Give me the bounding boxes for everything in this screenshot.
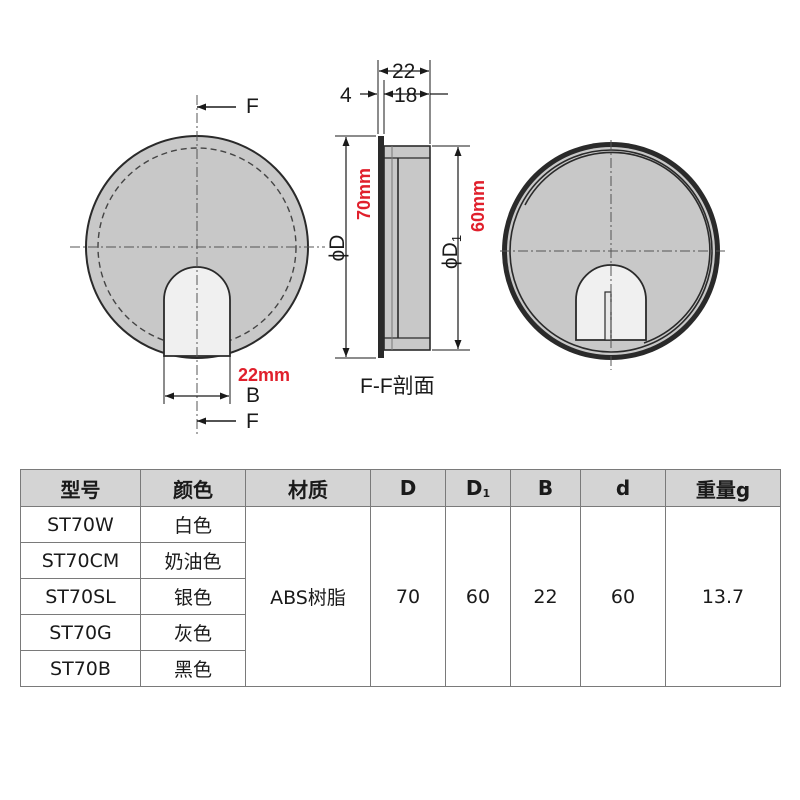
cell-d: 70 [370,506,446,687]
table-row: ST70B 黑色 [20,650,781,687]
technical-drawing: F F B 22mm 22 4 18 ϕD 70mm [70,60,725,435]
dim-d1-label: ϕD1 [439,235,464,269]
cell-weight: 13.7 [665,506,781,687]
dim-b-label: B [246,384,260,407]
section-caption: F-F剖面 [360,375,435,398]
col-header-material: 材质 [245,469,371,507]
col-header-d1: D1 [445,469,511,507]
section-body [383,145,431,351]
cell-model: ST70G [20,614,141,651]
col-header-small-d: d [580,469,666,507]
back-view-rim [524,151,711,344]
cell-d1: 60 [445,506,511,687]
dim-22-label: 22 [392,60,415,83]
flange [378,136,384,358]
cell-color: 银色 [140,578,246,615]
cell-model: ST70B [20,650,141,687]
back-view [500,140,725,370]
dim-4-label: 4 [340,84,352,107]
col-header-color: 颜色 [140,469,246,507]
front-view: F F B 22mm [70,95,325,435]
table-row: ST70SL 银色 [20,578,781,615]
annot-d1-red: 60mm [468,180,488,232]
cell-model: ST70SL [20,578,141,615]
cell-small-d: 60 [580,506,666,687]
table-row: ST70G 灰色 [20,614,781,651]
section-cut-letter-top: F [246,95,259,118]
section-view: 22 4 18 ϕD 70mm ϕD1 60mm F-F剖面 [326,60,488,398]
spec-table: 型号 颜色 材质 D D1 B d 重量g ST70W 白色 ABS树脂 70 … [20,469,781,687]
cell-color: 白色 [140,506,246,543]
dim-d-label: ϕD [326,235,349,262]
col-header-b: B [510,469,581,507]
col-header-model: 型号 [20,469,141,507]
cell-b: 22 [510,506,581,687]
cell-color: 灰色 [140,614,246,651]
cell-color: 黑色 [140,650,246,687]
cell-model: ST70W [20,506,141,543]
section-cut-letter-bottom: F [246,410,259,433]
table-row: ST70W 白色 ABS树脂 70 60 22 60 13.7 [20,506,781,687]
cell-model: ST70CM [20,542,141,579]
table-header-row: 型号 颜色 材质 D D1 B d 重量g [20,469,781,507]
annot-d-red: 70mm [354,168,374,220]
col-header-weight: 重量g [665,469,781,507]
table-row: ST70CM 奶油色 [20,542,781,579]
cell-material: ABS树脂 [245,506,371,687]
dim-18-label: 18 [394,84,417,107]
annot-b-red: 22mm [238,365,290,385]
cell-color: 奶油色 [140,542,246,579]
col-header-d: D [370,469,446,507]
